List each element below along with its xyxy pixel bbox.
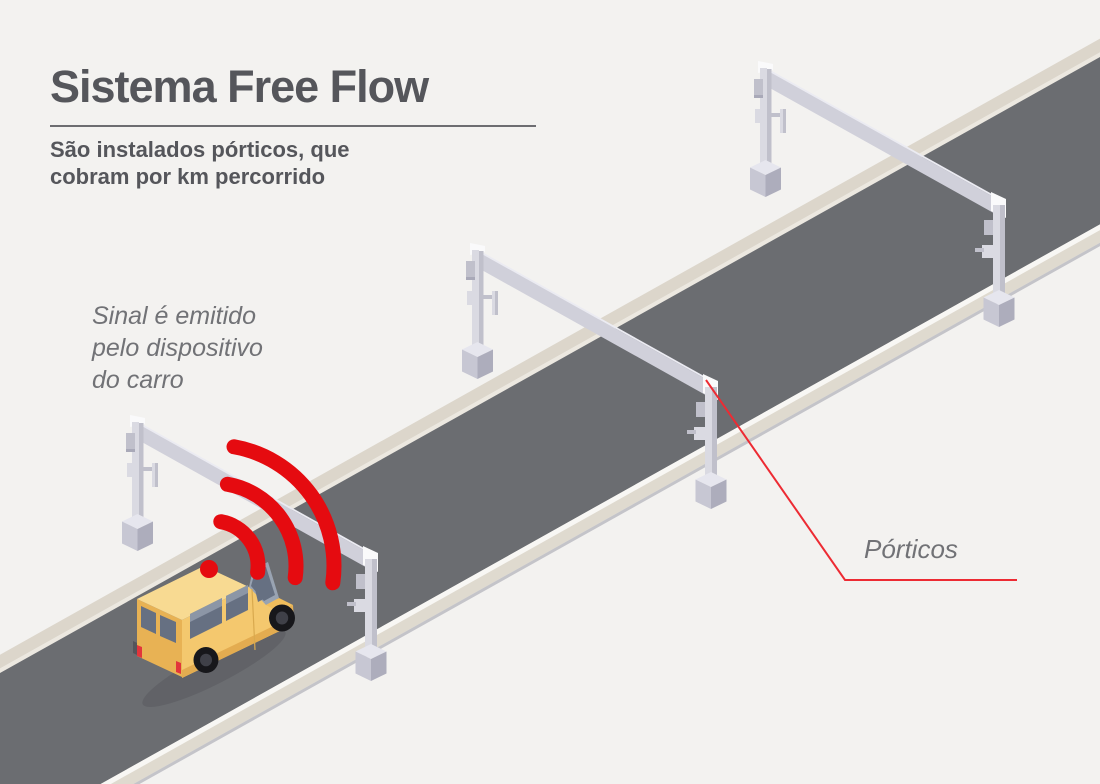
page-title: Sistema Free Flow <box>50 61 429 112</box>
van-wheel-hub <box>200 653 212 667</box>
toll-gantry-2 <box>462 243 727 509</box>
van-window-glare <box>226 585 248 604</box>
van-rear-window <box>141 606 156 634</box>
title-divider <box>50 124 536 127</box>
signal-label-line-3: do carro <box>92 366 184 394</box>
toll-gantry-1 <box>750 61 1015 327</box>
signal-label: Sinal é emitido pelo dispositivo do carr… <box>92 300 263 396</box>
van-taillight <box>137 645 142 658</box>
signal-arc-2 <box>219 476 304 586</box>
van-roof <box>137 566 249 620</box>
signal-arc-3 <box>226 439 342 591</box>
callout-line <box>705 379 1017 581</box>
signal-label-line-1: Sinal é emitido <box>92 302 256 330</box>
header: Sistema Free Flow São instalados pórtico… <box>50 62 536 190</box>
signal-waves-icon <box>200 439 342 591</box>
van-wheel-hub <box>275 611 289 625</box>
van-window-glare <box>190 598 222 622</box>
portico-label: Pórticos <box>864 534 958 564</box>
signal-label-line-2: pelo dispositivo <box>92 334 263 362</box>
signal-dot <box>200 560 218 578</box>
van-taillight <box>176 661 181 674</box>
subtitle-line-2: cobram por km percorrido <box>50 163 326 189</box>
subtitle: São instalados pórticos, que cobram por … <box>50 136 536 190</box>
subtitle-line-1: São instalados pórticos, que <box>50 136 350 162</box>
van <box>133 562 295 708</box>
van-door-window <box>254 578 273 602</box>
signal-arc-1 <box>213 514 266 580</box>
van-door-seam <box>251 588 256 651</box>
van-rear-window <box>160 615 176 643</box>
